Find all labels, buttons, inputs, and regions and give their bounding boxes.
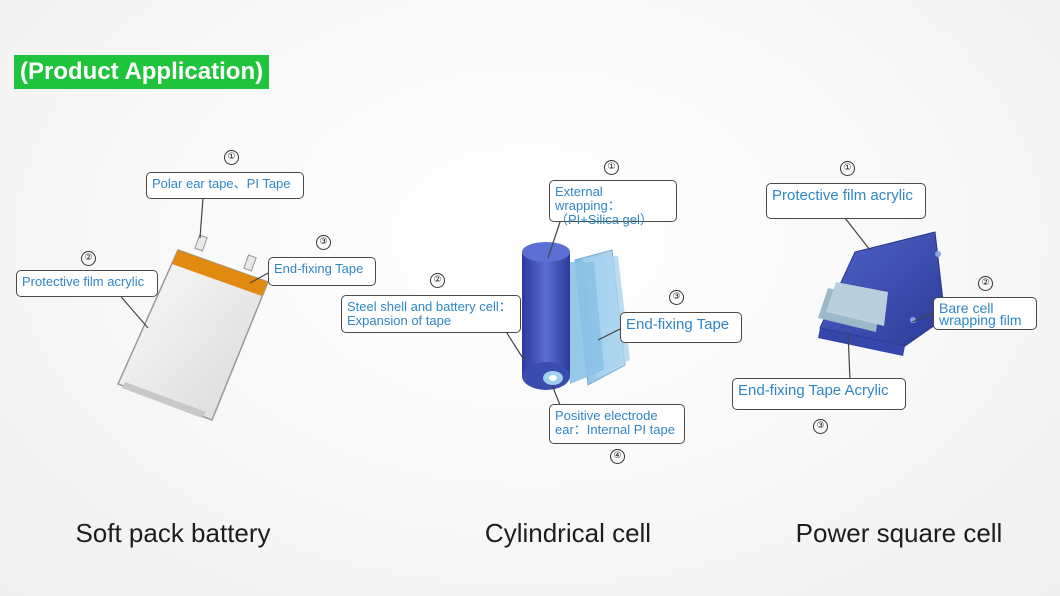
- callout-end-fixing-tape-acrylic: End-fixing Tape Acrylic: [732, 378, 906, 410]
- callout-number-2: ②: [81, 251, 96, 266]
- soft-pack-battery-illustration: [116, 197, 271, 421]
- callout-number-1: ①: [604, 160, 619, 175]
- callout-number-4: ④: [610, 449, 625, 464]
- callout-end-fixing-tape: End-fixing Tape: [620, 312, 742, 343]
- callout-end-fixing-tape: End-fixing Tape: [268, 257, 376, 286]
- callout-polar-ear-tape: Polar ear tape、PI Tape: [146, 172, 304, 199]
- callout-number-1: ①: [224, 150, 239, 165]
- callout-number-3: ③: [316, 235, 331, 250]
- callout-steel-shell-expansion: Steel shell and battery cell： Expansion …: [341, 295, 521, 333]
- section-title-badge: (Product Application): [14, 55, 270, 89]
- callout-number-1: ①: [840, 161, 855, 176]
- callout-protective-film-acrylic: Protective film acrylic: [766, 183, 926, 219]
- callout-positive-electrode-ear: Positive electrode ear：Internal PI tape: [549, 404, 685, 444]
- callout-bare-cell-wrapping-film: Bare cell wrapping film: [933, 297, 1037, 330]
- callout-protective-film-acrylic: Protective film acrylic: [16, 270, 158, 297]
- callout-number-3: ③: [669, 290, 684, 305]
- callout-number-3: ③: [813, 419, 828, 434]
- callout-number-2: ②: [978, 276, 993, 291]
- callout-external-wrapping: External wrapping： （PI+Silica gel）: [549, 180, 677, 227]
- cylindrical-cell-illustration: [504, 221, 630, 406]
- callout-number-2: ②: [430, 273, 445, 288]
- power-square-cell-illustration: [818, 217, 946, 381]
- caption-power-square-cell: Power square cell: [795, 518, 1003, 548]
- caption-cylindrical-cell: Cylindrical cell: [484, 518, 652, 548]
- caption-soft-pack-battery: Soft pack battery: [75, 518, 271, 548]
